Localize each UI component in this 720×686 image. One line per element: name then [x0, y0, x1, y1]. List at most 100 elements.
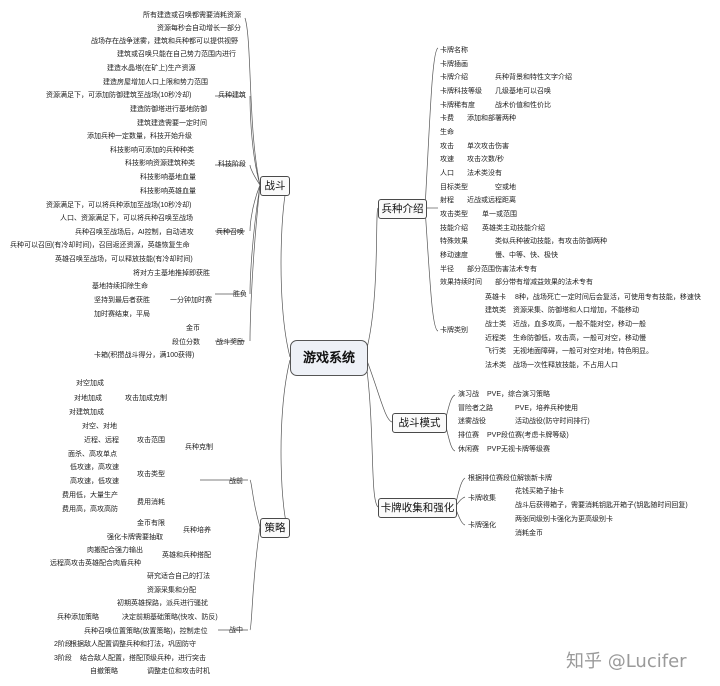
train-item-1: 强化卡牌需要抽取 [107, 534, 163, 541]
battle-top-0: 所有建造或召唤都需要消耗资源 [143, 12, 241, 19]
tech-item-0: 添加兵种一定数量，科技开始升级 [87, 133, 192, 140]
unit-k-14: 特殊效果 [440, 238, 468, 245]
unit-v-8: 攻击次数/秒 [467, 156, 504, 163]
mode-k-3: 排位赛 [458, 432, 479, 439]
unit-k-17: 效果持续时间 [440, 279, 482, 286]
unit-k-1: 卡牌插画 [440, 61, 468, 68]
type-item-1: 高攻速，低攻速 [70, 478, 119, 485]
node-cards: 卡牌收集和强化 [378, 498, 457, 518]
node-battle: 战斗 [260, 176, 290, 196]
collect-item-1: 战斗后获得箱子，需要消耗钥匙开箱子(钥匙随时间回复) [515, 502, 688, 509]
mode-v-2: 活动战役(防守时间排行) [515, 418, 590, 425]
unit-k-3: 卡牌科技等级 [440, 88, 482, 95]
unit-v-15: 慢、中等、快、极快 [495, 252, 558, 259]
range-item-2: 面杀、高攻单点 [68, 451, 117, 458]
boost-item-2: 对建筑加成 [69, 409, 104, 416]
battle-top-2: 战场存在战争迷雾，建筑和兵种都可以提供视野 [91, 38, 238, 45]
class-v-2: 近战，血多攻高，一般不能对空，移动一般 [513, 321, 646, 328]
build-item-2: 资源满足下，可添加防御建筑至战场(10秒冷却) [46, 92, 192, 99]
mode-k-0: 演习战 [458, 391, 479, 398]
battle-top-1: 资源每秒会自动增长一部分 [157, 25, 241, 32]
class-k-4: 飞行类 [485, 348, 506, 355]
battle-top-3: 建筑或召唤只能在自己势力范围内进行 [117, 51, 236, 58]
reward-label: 战斗奖励 [216, 339, 244, 346]
range-item-0: 对空、对地 [82, 423, 117, 430]
win-top: 将对方主基地推掉即获胜 [133, 270, 210, 277]
mode-k-4: 休闲赛 [458, 446, 479, 453]
build-item-4: 建筑建造需要一定时间 [137, 120, 207, 127]
unit-k-7: 攻击 [440, 143, 454, 150]
mode-v-0: PVE，综合演习策略 [487, 391, 551, 398]
tech-item-4: 科技影响英雄血量 [140, 188, 196, 195]
class-k-1: 建筑类 [485, 307, 506, 314]
enhance-label: 卡牌强化 [468, 522, 496, 529]
class-v-4: 无视地面障碍，一般可对空对地，特色明显。 [513, 348, 653, 355]
tech-item-2: 科技影响资源建筑种类 [125, 160, 195, 167]
unit-v-4: 战术价值和性价比 [495, 102, 551, 109]
type-label: 攻击类型 [137, 471, 165, 478]
unit-v-7: 单次攻击伤害 [467, 143, 509, 150]
node-strategy: 策略 [260, 518, 290, 538]
train-label: 兵种培养 [183, 527, 211, 534]
unit-k-8: 攻速 [440, 156, 454, 163]
unit-k-11: 射程 [440, 197, 454, 204]
cost-item-1: 费用高，高攻高防 [62, 506, 118, 513]
unit-k-15: 移动速度 [440, 252, 468, 259]
node-units: 兵种介绍 [378, 199, 427, 219]
unit-v-5: 添加和部署两种 [467, 115, 516, 122]
unit-k-2: 卡牌介绍 [440, 74, 468, 81]
reward-item-0: 金币 [186, 325, 200, 332]
unit-k-6: 生命 [440, 129, 454, 136]
enhance-item-0: 两张同级别卡强化为更高级别卡 [515, 516, 613, 523]
tech-item-3: 科技影响基地血量 [140, 174, 196, 181]
watermark: 知乎 @Lucifer [566, 651, 687, 672]
enhance-item-1: 消耗金币 [515, 530, 543, 537]
class-k-2: 战士类 [485, 321, 506, 328]
mid-item-6: 调整走位和攻击时机 [147, 668, 210, 675]
collect-label: 卡牌收集 [468, 495, 496, 502]
unit-v-9: 法术类没有 [467, 170, 502, 177]
class-v-0: 8种，战场死亡一定时间后会复活，可使用专有技能，移速快 [515, 294, 701, 301]
unit-v-2: 兵种背景和特性文字介绍 [495, 74, 572, 81]
summon-item-3: 兵种可以召回(有冷却时间)，召回返还资源，英雄恢复生命 [10, 242, 190, 249]
build-item-1: 建造房屋增加人口上限和势力范围 [103, 79, 208, 86]
mid-item-0: 资源采集和分配 [147, 587, 196, 594]
mid-extra-0: 兵种添加策略 [57, 614, 99, 621]
unit-v-3: 几级基地可以召唤 [495, 88, 551, 95]
unit-k-4: 卡牌稀有度 [440, 102, 475, 109]
restrict-label: 兵种克制 [185, 444, 213, 451]
summon-label: 兵种召唤 [216, 229, 244, 236]
class-v-1: 资源采集、防御塔和人口增加，不能移动 [513, 307, 639, 314]
win-sub-1: 坚持到最后者获胜 [94, 297, 150, 304]
collect-item-0: 花钱买箱子抽卡 [515, 488, 564, 495]
train-item-0: 金币有限 [137, 520, 165, 527]
unit-k-5: 卡费 [440, 115, 454, 122]
unit-k-9: 人口 [440, 170, 454, 177]
classes-label: 卡牌类别 [440, 327, 468, 334]
unit-v-14: 类似兵种被动技能，有攻击防御两种 [495, 238, 607, 245]
class-k-3: 近程类 [485, 335, 506, 342]
unit-v-12: 单一或范围 [482, 211, 517, 218]
win-sub-label: 一分钟加时赛 [170, 297, 212, 304]
mid-item-5: 结合敌人配置，搭配顶级兵种，进行突击 [80, 655, 206, 662]
summon-item-1: 人口、资源满足下，可以将兵种召唤至战场 [60, 215, 193, 222]
unit-v-10: 空或地 [495, 184, 516, 191]
mid-item-4: 根据敌人配置调整兵种和打法，巩固防守 [70, 641, 196, 648]
mode-v-3: PVP段位赛(考虑卡牌等级) [487, 432, 569, 439]
class-k-0: 英雄卡 [485, 294, 506, 301]
mid-extra-1: 2阶段 [54, 641, 72, 648]
unit-v-16: 部分范围伤害法术专有 [467, 266, 537, 273]
boost-item-1: 对地加成 [74, 395, 102, 402]
reward-item-1: 段位分数 [172, 339, 200, 346]
reward-item-2: 卡箱(积攒战斗得分，满100获得) [94, 352, 195, 359]
mid-item-3: 兵种召唤位置策略(放置策略)，控制走位 [84, 628, 208, 635]
node-modes: 战斗模式 [392, 413, 447, 433]
mode-k-1: 冒险者之路 [458, 405, 493, 412]
cards-top: 根据排位赛段位解锁新卡牌 [468, 475, 552, 482]
tactics: 研究适合自己的打法 [147, 573, 210, 580]
type-item-0: 低攻速，高攻速 [70, 464, 119, 471]
build-item-0: 建造水晶塔(在矿上)生产资源 [107, 65, 196, 72]
unit-v-11: 近战或远程距离 [467, 197, 516, 204]
